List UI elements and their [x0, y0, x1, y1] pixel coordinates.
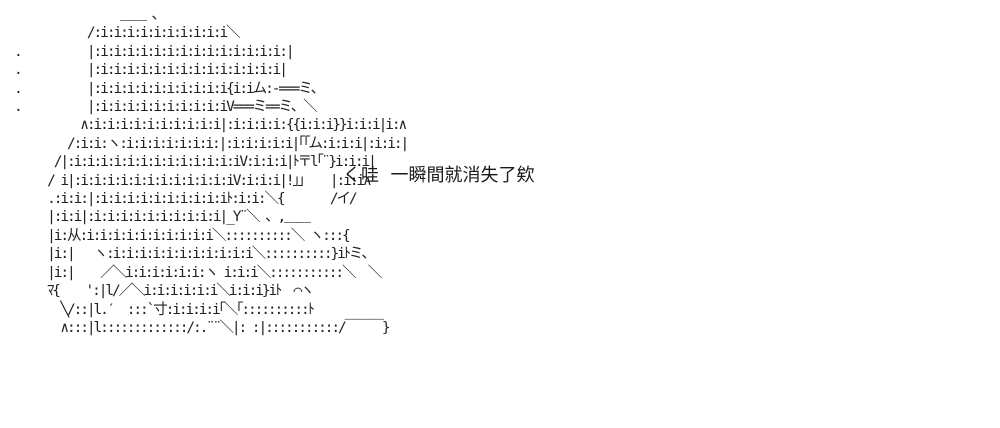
- art-line: |i:从:i:i:i:i:i:i:i:i:i:i＼::::::::::＼ ヽ::…: [14, 227, 351, 244]
- art-line: ﾏ{ ':|l/／＼i:i:i:i:i:i＼i:i:i}iﾄ ⌒ヽ: [14, 283, 315, 300]
- art-line: /:i:i:ヽ:i:i:i:i:i:i:i:|:i:i:i:i:i|｢｢ム:i:…: [14, 135, 409, 152]
- art-line: . |:i:i:i:i:i:i:i:i:i:iV===ミ==ミ、＼: [14, 99, 318, 116]
- art-line: ╲/::|l.′ :::`寸:i:i:i:i｢＼｢::::::::::ﾄ: [14, 301, 315, 318]
- art-line: ∧:i:i:i:i:i:i:i:i:i:i|:i:i:i:i:{{i:i:i}}…: [14, 117, 407, 134]
- art-line: . |:i:i:i:i:i:i:i:i:i:i:i:i:i:i:|: [14, 43, 295, 60]
- art-line: .:i:i:|:i:i:i:i:i:i:i:i:i:iﾄ:i:i:＼{ /イ/: [14, 191, 358, 208]
- dialogue-caption: く哇 一瞬間就消失了欸: [343, 165, 535, 186]
- art-line: /:i:i:i:i:i:i:i:i:i:i＼: [14, 25, 241, 42]
- art-line: /|:i:i:i:i:i:i:i:i:i:i:i:i:iV:i:i:i|ﾄ〒l｢…: [14, 154, 377, 171]
- art-line: ＿＿ 、: [14, 7, 166, 23]
- ascii-art: ＿＿ 、 /:i:i:i:i:i:i:i:i:i:i＼ . |:i:i:i:i:…: [14, 6, 409, 337]
- art-line: ∧:::|l:::::::::::::/:.¨¨＼|: :|::::::::::…: [14, 319, 390, 336]
- art-line: . |:i:i:i:i:i:i:i:i:i:i:i:i:i:i|: [14, 62, 288, 79]
- art-line: |:i:i|:i:i:i:i:i:i:i:i:i:i|_Y¨＼ 、,＿＿: [14, 209, 311, 226]
- art-line: / i|:i:i:i:i:i:i:i:i:i:i:i:iV:i:i:i|!」」 …: [14, 172, 372, 189]
- art-line: |i:| ／＼i:i:i:i:i:i:ヽ i:i:i＼:::::::::::＼ …: [14, 264, 382, 281]
- art-line: . |:i:i:i:i:i:i:i:i:i:i{i:iム:-===ミ、: [14, 80, 325, 97]
- art-line: |i:| ヽ:i:i:i:i:i:i:i:i:i:i:i＼::::::::::}…: [14, 246, 376, 263]
